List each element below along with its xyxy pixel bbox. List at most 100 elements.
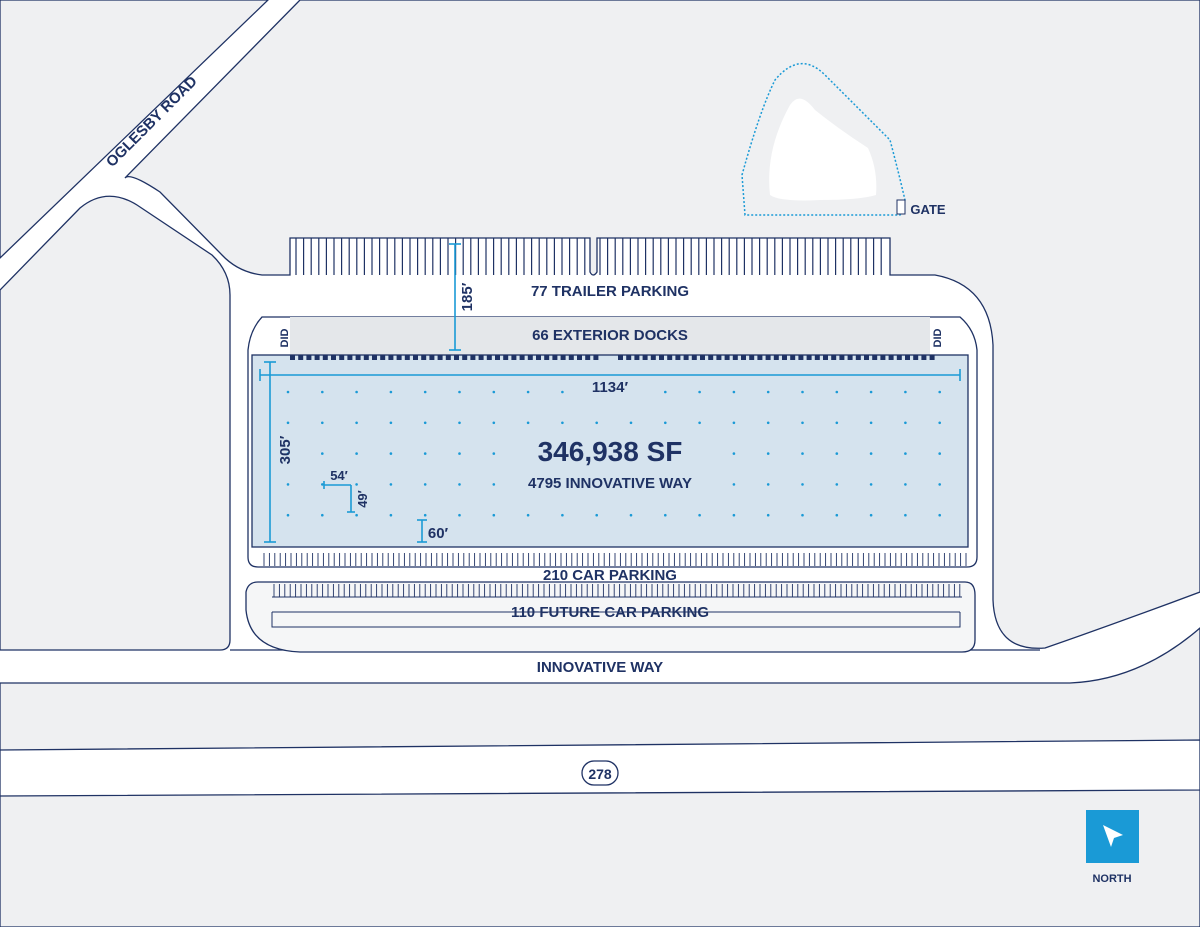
dock-door [864, 355, 869, 360]
dock-door [913, 355, 919, 360]
west-land [0, 195, 231, 651]
trailer-parking-label: 77 TRAILER PARKING [531, 283, 689, 300]
trailer-parking-stalls [295, 238, 882, 275]
column-dot [492, 421, 496, 425]
column-dot [389, 390, 393, 394]
column-dot [869, 421, 873, 425]
dock-door [462, 355, 468, 360]
column-dot [321, 421, 324, 425]
gate-icon [896, 199, 906, 215]
dock-door [896, 355, 902, 360]
dock-door [331, 355, 336, 360]
dock-door [495, 355, 500, 360]
column-dot [286, 483, 290, 486]
speed-bay-dimension: 60′ [428, 525, 449, 542]
dock-door [503, 355, 509, 360]
dock-door [675, 355, 681, 360]
column-dot [938, 483, 941, 486]
column-dot [835, 452, 839, 455]
column-dot [904, 421, 907, 425]
column-dot [321, 513, 324, 517]
dock-door [388, 355, 394, 360]
pond [769, 98, 877, 201]
northwest-land [0, 0, 269, 259]
column-dot [423, 483, 427, 486]
column-dot [423, 452, 427, 455]
dock-door [634, 355, 640, 360]
dock-door [290, 355, 295, 360]
dock-door [732, 355, 738, 360]
column-dot [766, 452, 770, 455]
dock-door [650, 355, 656, 360]
dock-door [741, 355, 746, 360]
length-dimension: 1134′ [592, 379, 629, 396]
column-dot [732, 421, 736, 425]
column-dot [492, 452, 496, 455]
innovative-way-label: INNOVATIVE WAY [537, 659, 663, 676]
column-dot [869, 452, 873, 455]
column-dot [869, 390, 873, 394]
column-dot [938, 390, 941, 394]
dock-apron [290, 317, 930, 355]
dock-door [339, 355, 345, 360]
column-dot [938, 452, 941, 455]
dock-door [306, 355, 312, 360]
building-area: 346,938 SF [538, 436, 683, 467]
north-label: NORTH [1092, 873, 1131, 885]
building-address: 4795 INNOVATIVE WAY [528, 475, 692, 492]
column-dot [355, 452, 358, 455]
dock-door [347, 355, 353, 360]
column-dot [835, 421, 839, 425]
dock-door [437, 355, 443, 360]
column-dot [355, 483, 358, 486]
dock-door [839, 355, 845, 360]
dock-door [757, 355, 763, 360]
column-dot [629, 421, 633, 425]
column-dot [561, 390, 564, 394]
column-dot [458, 390, 461, 394]
column-dot [766, 483, 770, 486]
column-dot [355, 390, 358, 394]
dock-door [577, 355, 582, 360]
dock-door [888, 355, 894, 360]
column-dot [938, 421, 941, 425]
dock-door [667, 355, 673, 360]
highway-number: 278 [588, 766, 612, 782]
dock-door [716, 355, 722, 360]
column-dot [664, 390, 667, 394]
building [251, 354, 969, 548]
column-dot [389, 513, 393, 517]
dock-door [593, 355, 599, 360]
dock-door [855, 355, 861, 360]
dock-door [708, 355, 714, 360]
dock-door [806, 355, 812, 360]
column-dot [458, 421, 461, 425]
column-dot [835, 390, 839, 394]
dock-door [404, 355, 410, 360]
dock-door [782, 355, 787, 360]
did-left-label: DID [279, 328, 291, 347]
column-dot [595, 513, 598, 517]
column-dot [801, 452, 804, 455]
dock-door [396, 355, 402, 360]
column-dot [801, 483, 804, 486]
column-dot [904, 452, 907, 455]
dock-door [363, 355, 369, 360]
dock-doors [290, 355, 935, 360]
dock-door [421, 355, 427, 360]
dock-door [536, 355, 541, 360]
column-dot [595, 421, 598, 425]
dock-door [921, 355, 927, 360]
column-dot [389, 452, 393, 455]
exterior-docks-label: 66 EXTERIOR DOCKS [532, 327, 688, 344]
dock-door [905, 355, 910, 360]
dock-door [872, 355, 878, 360]
column-dot [561, 421, 564, 425]
dock-door [470, 355, 476, 360]
column-dot [766, 390, 770, 394]
column-dot [458, 513, 461, 517]
column-dot [904, 390, 907, 394]
dock-door [749, 355, 755, 360]
dock-door [880, 355, 886, 360]
